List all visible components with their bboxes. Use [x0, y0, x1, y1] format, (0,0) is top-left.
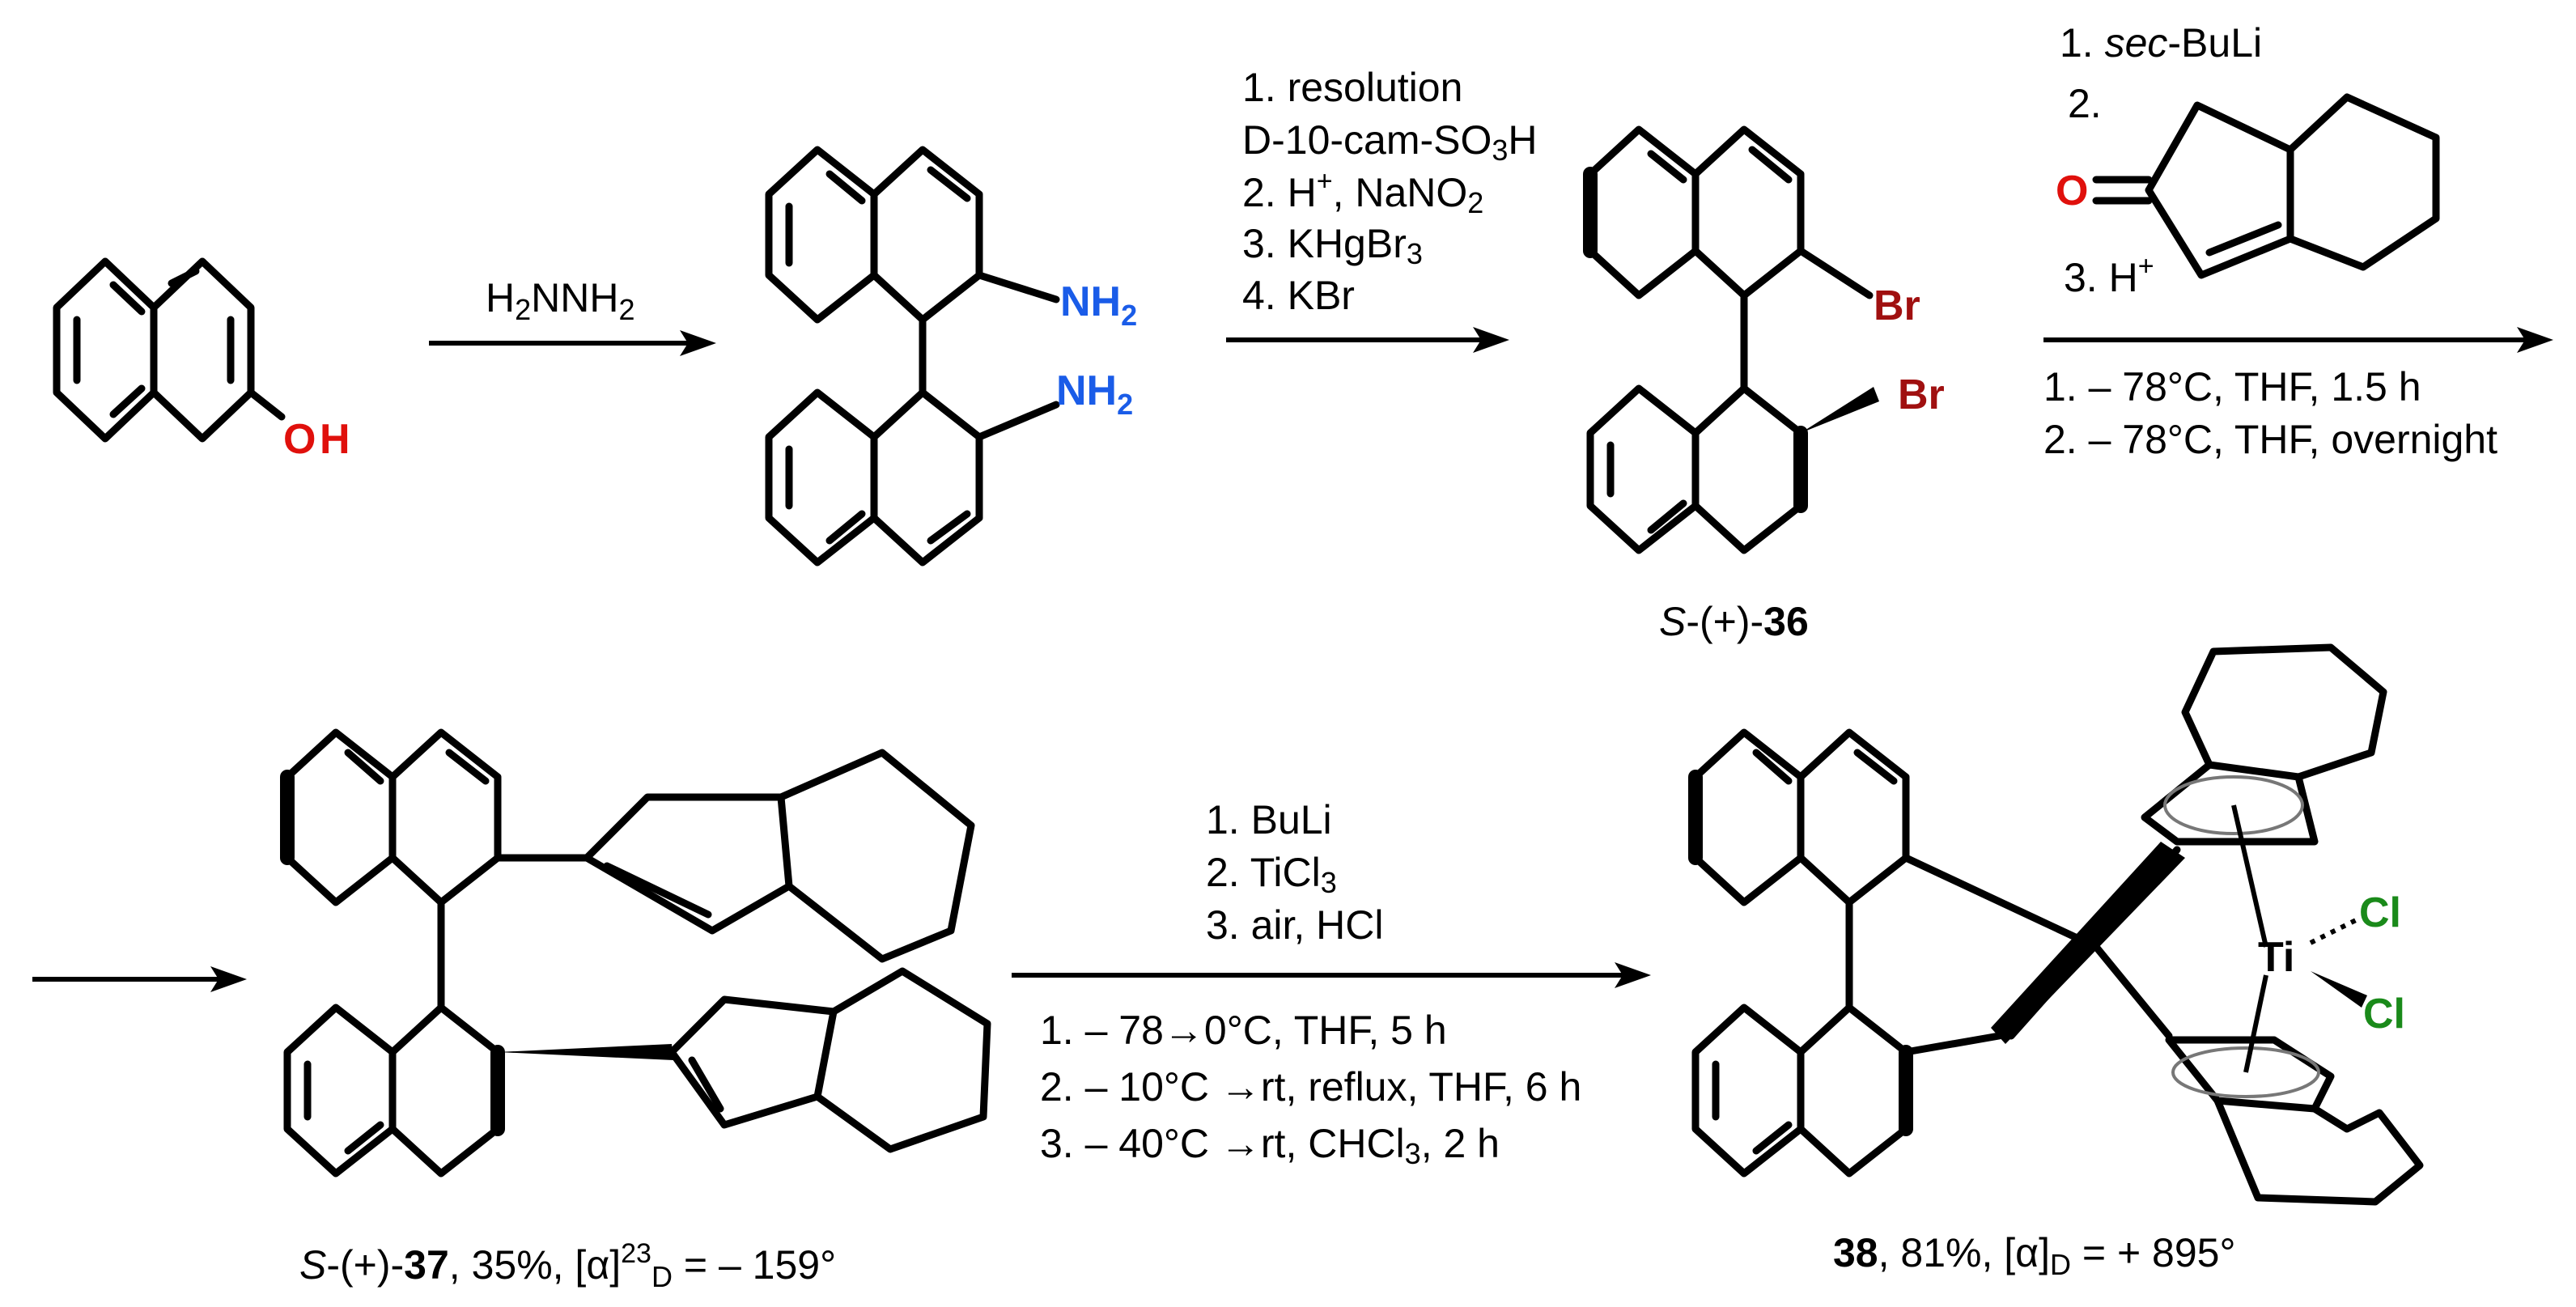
- compound-36-structure: Br Br S-(+)-36: [1583, 125, 1945, 644]
- oxidation-step: 3. air, HCl: [1206, 902, 1384, 948]
- hydroxyl-hydrogen: H: [320, 416, 350, 463]
- resolution-step: 1. resolution: [1242, 65, 1462, 110]
- titanium-center: Ti: [2258, 934, 2294, 981]
- compound-38-structure: Ti Cl Cl 38, 81%, [α]D = + 895°: [1688, 643, 2424, 1281]
- amine-nh2-bottom: NH2: [1056, 367, 1133, 421]
- diazotization-step: 2. H+, NaNO2: [1242, 166, 1483, 219]
- camphorsulfonic-acid: D-10-cam-SO3H: [1242, 117, 1538, 167]
- conditions-4-1: 1. – 78→0°C, THF, 5 h: [1040, 1008, 1447, 1053]
- buli-step: 1. BuLi: [1206, 797, 1332, 842]
- bromine-top: Br: [1874, 282, 1920, 329]
- conditions-4-3: 3. – 40°C →rt, CHCl3, 2 h: [1040, 1121, 1500, 1170]
- reaction-arrow-continuation: [32, 966, 247, 992]
- hydrazine-reagent: H2NNH2: [486, 275, 635, 326]
- compound-36-label: S-(+)-36: [1659, 599, 1809, 644]
- kbr-step: 4. KBr: [1242, 273, 1355, 318]
- compound-37-label: S-(+)-37, 35%, [α]23D = – 159°: [299, 1238, 836, 1293]
- sec-buli-step: 1. sec-BuLi: [2060, 20, 2262, 66]
- chloride-top: Cl: [2359, 889, 2401, 936]
- binam-structure: NH2 NH2: [765, 146, 1137, 567]
- reaction-arrow-2: 1. resolution D-10-cam-SO3H 2. H+, NaNO2…: [1226, 65, 1538, 353]
- bromine-bottom: Br: [1898, 371, 1945, 418]
- ketone-oxygen: O: [2056, 168, 2088, 214]
- conditions-4-2: 2. – 10°C →rt, reflux, THF, 6 h: [1040, 1064, 1581, 1110]
- reaction-arrow-1: H2NNH2: [429, 275, 716, 356]
- acid-workup-step: 3. H+: [2064, 251, 2154, 300]
- conditions-3-1: 1. – 78°C, THF, 1.5 h: [2043, 364, 2421, 409]
- amine-nh2-top: NH2: [1060, 278, 1137, 332]
- reaction-arrow-4: 1. BuLi 2. TiCl3 3. air, HCl 1. – 78→0°C…: [1012, 797, 1651, 1170]
- khgbr3-step: 3. KHgBr3: [1242, 221, 1423, 270]
- chloride-bottom: Cl: [2363, 991, 2405, 1038]
- 2-naphthol-structure: O H: [53, 257, 350, 463]
- ticl3-step: 2. TiCl3: [1206, 850, 1337, 899]
- reaction-arrow-3: 1. sec-BuLi 2. O 3. H+ 1. – 78°C, THF, 1…: [2043, 20, 2553, 462]
- bicyclic-enone: O: [2056, 93, 2440, 279]
- conditions-3-2: 2. – 78°C, THF, overnight: [2043, 417, 2497, 462]
- compound-37-structure: S-(+)-37, 35%, [α]23D = – 159°: [280, 728, 991, 1293]
- compound-38-label: 38, 81%, [α]D = + 895°: [1833, 1230, 2235, 1281]
- hydroxyl-oxygen: O: [283, 416, 316, 463]
- ketone-step-number: 2.: [2068, 81, 2102, 126]
